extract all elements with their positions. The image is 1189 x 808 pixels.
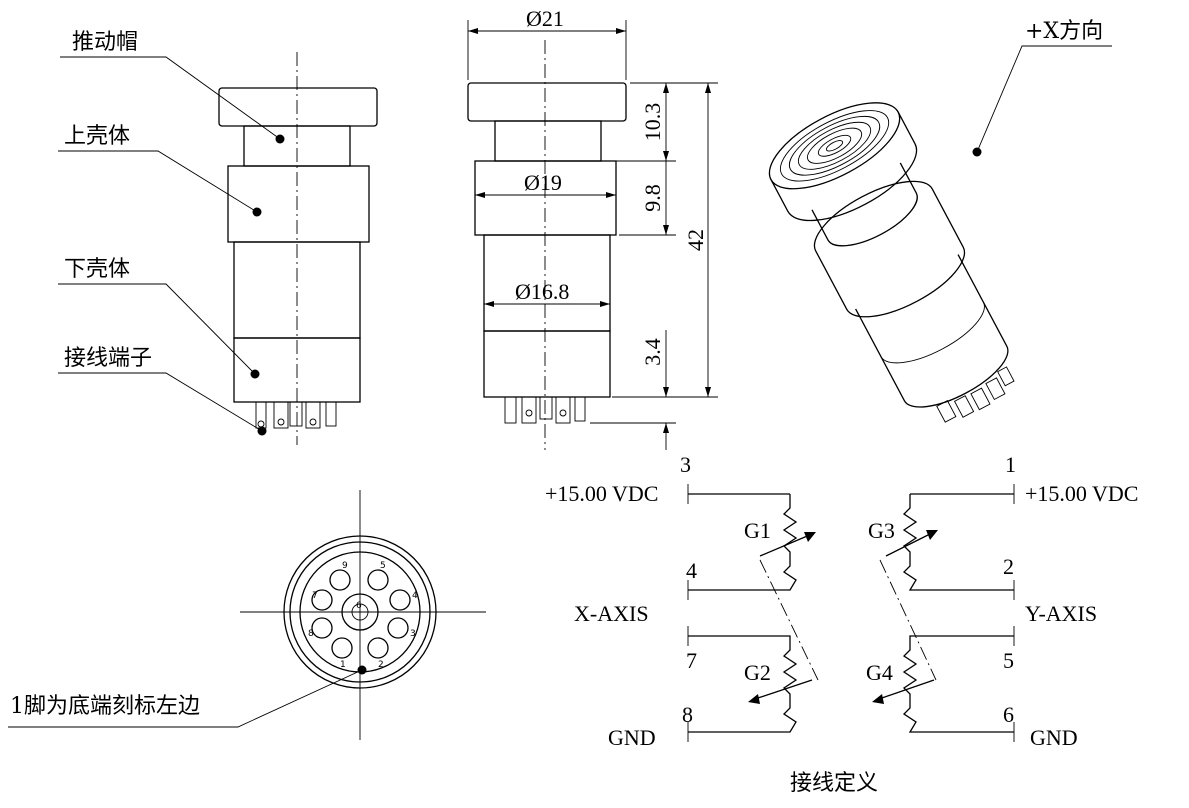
leader-cap-dot bbox=[275, 134, 285, 144]
label-g2: G2 bbox=[744, 660, 771, 685]
dim-upper-diameter: Ø19 bbox=[524, 170, 562, 195]
bottom-terminals bbox=[311, 569, 411, 659]
pin-1: 1 bbox=[1005, 452, 1016, 477]
label-terminals: 接线端子 bbox=[64, 346, 152, 371]
dim-upper-height: 9.8 bbox=[640, 184, 665, 212]
svg-text:4: 4 bbox=[412, 591, 418, 601]
iso-view: +X方向 bbox=[768, 19, 1112, 423]
pin-8: 8 bbox=[682, 702, 693, 727]
svg-text:5: 5 bbox=[380, 561, 386, 571]
svg-text:8: 8 bbox=[308, 629, 314, 639]
bottom-view: 9 5 4 3 2 1 8 7 6 1脚为底端刻标左边 bbox=[8, 490, 486, 740]
pin-7: 7 bbox=[686, 648, 697, 673]
label-g3: G3 bbox=[868, 518, 895, 543]
gauge-g3 bbox=[902, 494, 1014, 591]
gauge-g2 bbox=[688, 635, 798, 733]
wiring-title: 接线定义 bbox=[790, 771, 878, 796]
label-x-direction: +X方向 bbox=[1025, 19, 1103, 44]
leader-x-direction-dot bbox=[972, 147, 982, 157]
label-lower-shell: 下壳体 bbox=[64, 257, 130, 282]
y-axis-label: Y-AXIS bbox=[1025, 601, 1097, 626]
leader-cap bbox=[60, 56, 281, 140]
side-upper-shell bbox=[227, 165, 370, 243]
link-g3-g4 bbox=[879, 559, 937, 681]
pin-6: 6 bbox=[1003, 702, 1014, 727]
front-view: Ø21 Ø19 Ø16.8 10.3 9.8 42 bbox=[467, 6, 718, 450]
pin-3: 3 bbox=[680, 452, 691, 477]
leader-lower-shell bbox=[58, 283, 256, 375]
bottom-pin-marks: 9 5 4 3 2 1 8 7 6 bbox=[308, 561, 418, 670]
leader-pin1 bbox=[8, 669, 363, 728]
leader-lower-shell-dot bbox=[250, 369, 260, 379]
svg-text:7: 7 bbox=[312, 591, 318, 601]
x-axis-label: X-AXIS bbox=[574, 601, 649, 626]
label-g4: G4 bbox=[866, 660, 893, 685]
supply-left: +15.00 VDC bbox=[545, 481, 658, 506]
pin-4: 4 bbox=[686, 558, 697, 583]
label-pin1-note: 1脚为底端刻标左边 bbox=[10, 694, 200, 719]
side-view: 推动帽 上壳体 下壳体 接线端子 bbox=[58, 30, 378, 445]
side-terminals bbox=[255, 401, 337, 429]
label-g1: G1 bbox=[744, 518, 771, 543]
dim-total-height: 42 bbox=[683, 229, 708, 251]
dim-lower-diameter: Ø16.8 bbox=[515, 279, 569, 304]
dim-terminal-height: 3.4 bbox=[640, 338, 665, 366]
svg-text:2: 2 bbox=[378, 660, 384, 670]
svg-text:6: 6 bbox=[356, 601, 362, 611]
dim-cap-height: 10.3 bbox=[640, 103, 665, 142]
side-cap bbox=[218, 87, 378, 127]
front-neck bbox=[494, 120, 602, 162]
wiring-diagram: 3 +15.00 VDC G1 4 X-AXIS G2 7 8 GND 1 +1… bbox=[545, 452, 1138, 796]
leader-pin1-dot bbox=[357, 665, 367, 675]
leader-upper-shell-dot bbox=[252, 207, 262, 217]
gnd-left: GND bbox=[608, 725, 656, 750]
label-cap: 推动帽 bbox=[72, 30, 138, 55]
front-cap bbox=[467, 82, 627, 122]
svg-text:9: 9 bbox=[342, 561, 348, 571]
link-g1-g2 bbox=[759, 559, 819, 681]
gauge-g4 bbox=[902, 635, 1014, 733]
dim-cap-diameter: Ø21 bbox=[526, 6, 564, 31]
pin-2: 2 bbox=[1003, 554, 1014, 579]
front-lower-band bbox=[483, 330, 611, 398]
pin-5: 5 bbox=[1003, 648, 1014, 673]
leader-x-direction bbox=[976, 45, 1112, 153]
leader-terminals-dot bbox=[257, 426, 267, 436]
gauge-g1 bbox=[688, 494, 798, 591]
svg-text:1: 1 bbox=[340, 660, 346, 670]
leader-upper-shell bbox=[58, 150, 258, 213]
leader-terminals bbox=[58, 372, 263, 432]
svg-text:3: 3 bbox=[410, 629, 416, 639]
front-terminals bbox=[504, 396, 586, 424]
supply-right: +15.00 VDC bbox=[1025, 481, 1138, 506]
gnd-right: GND bbox=[1030, 725, 1078, 750]
label-upper-shell: 上壳体 bbox=[64, 124, 130, 149]
